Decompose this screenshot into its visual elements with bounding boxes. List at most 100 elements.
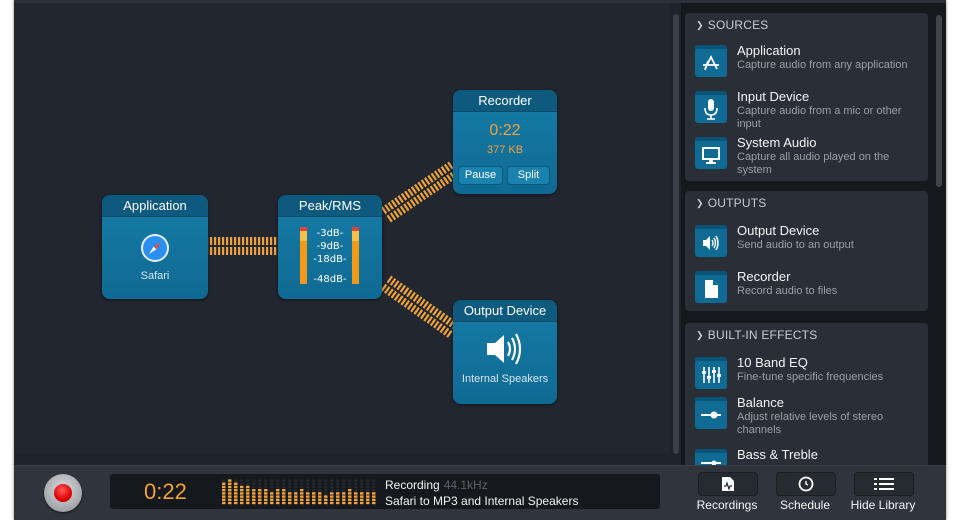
level-meter-dot <box>258 489 262 492</box>
hide-library-label: Hide Library <box>850 498 916 512</box>
level-meter-dot <box>294 482 298 485</box>
canvas-scrollbar[interactable] <box>673 14 679 454</box>
level-meter-dot <box>264 495 268 498</box>
level-meter-dot <box>312 482 316 485</box>
application-node[interactable]: Application Safari <box>102 195 208 299</box>
pipeline-canvas[interactable]: Application Safari Peak/RMS -3dB- -9dB- … <box>14 3 670 453</box>
level-meter-dot <box>288 485 292 489</box>
library-item-output-device[interactable]: Output Device Send audio to an output <box>695 223 922 265</box>
monitor-icon <box>695 137 727 169</box>
level-meter-dot <box>270 501 274 505</box>
level-meter-dot <box>348 479 352 482</box>
schedule-button[interactable] <box>776 472 836 496</box>
level-meter-dot <box>276 492 280 495</box>
level-meter-dot <box>300 489 304 492</box>
level-meter-dot <box>252 495 256 498</box>
level-meter-dot <box>300 482 304 485</box>
level-meter-dot <box>348 482 352 485</box>
level-meter-dot <box>324 482 328 485</box>
recorder-node[interactable]: Recorder 0:22 377 KB Pause Split <box>453 90 557 194</box>
level-meter-dot <box>276 485 280 489</box>
level-meter-dot <box>348 489 352 492</box>
level-meter-dot <box>252 489 256 492</box>
level-meter-dot <box>324 489 328 492</box>
level-meter-dot <box>354 501 358 505</box>
level-meter-dot <box>228 498 232 501</box>
level-meter-dot <box>372 498 376 501</box>
library-item-balance[interactable]: Balance Adjust relative levels of stereo… <box>695 395 922 437</box>
level-meter-dot <box>294 479 298 482</box>
level-meter-dot <box>336 489 340 492</box>
level-meter-dot <box>222 498 226 501</box>
level-meter-dot <box>270 482 274 485</box>
library-item-input-device[interactable]: Input Device Capture audio from a mic or… <box>695 89 922 131</box>
level-meter-dot <box>360 489 364 492</box>
level-meter-dot <box>288 501 292 505</box>
app-window: Application Safari Peak/RMS -3dB- -9dB- … <box>14 0 946 520</box>
pause-button[interactable]: Pause <box>458 166 503 185</box>
level-meter-dot <box>318 498 322 501</box>
level-meter-dot <box>258 479 262 482</box>
level-meter-dot <box>252 501 256 505</box>
level-meter-dot <box>318 489 322 492</box>
level-meter-dot <box>342 492 346 495</box>
recordings-button[interactable] <box>698 472 758 496</box>
level-meter-dot <box>342 485 346 489</box>
level-meter-dot <box>312 495 316 498</box>
level-meter-dot <box>306 495 310 498</box>
peak-rms-node[interactable]: Peak/RMS -3dB- -9dB- -18dB- -48dB- <box>278 195 382 299</box>
level-meter-dot <box>300 495 304 498</box>
record-button[interactable] <box>44 474 82 512</box>
level-meter-dot <box>282 485 286 489</box>
level-meter-dot <box>342 495 346 498</box>
library-item-10-band-eq[interactable]: 10 Band EQ Fine-tune specific frequencie… <box>695 355 922 397</box>
split-button[interactable]: Split <box>507 166 550 185</box>
sample-rate: 44.1kHz <box>443 478 488 492</box>
level-meter-dot <box>264 492 268 495</box>
level-meter-dot <box>264 498 268 501</box>
level-meter-dot <box>366 485 370 489</box>
level-meter-dot <box>240 495 244 498</box>
library-item-application[interactable]: Application Capture audio from any appli… <box>695 43 922 85</box>
safari-compass-icon <box>141 234 169 262</box>
level-meter-dot <box>258 485 262 489</box>
app-store-icon <box>695 45 727 77</box>
microphone-icon <box>695 91 727 123</box>
section-header[interactable]: ❯BUILT-IN EFFECTS <box>696 328 818 342</box>
level-meter-dot <box>270 479 274 482</box>
level-meter-dot <box>246 492 250 495</box>
library-item-system-audio[interactable]: System Audio Capture all audio played on… <box>695 135 922 177</box>
level-meter-dot <box>360 492 364 495</box>
level-meter-dot <box>270 498 274 501</box>
library-panel: ❯SOURCES Application Capture audio from … <box>681 3 946 483</box>
library-item-recorder[interactable]: Recorder Record audio to files <box>695 269 922 311</box>
section-header[interactable]: ❯OUTPUTS <box>696 196 767 210</box>
level-meter-dot <box>312 501 316 505</box>
level-meter-dot <box>366 492 370 495</box>
level-meter-dot <box>348 498 352 501</box>
level-meter-dot <box>294 485 298 489</box>
connection-peak-to-recorder <box>380 161 460 223</box>
level-meter-dot <box>330 479 334 482</box>
level-meter-dot <box>270 492 274 495</box>
level-meter-dot <box>324 498 328 501</box>
level-meter-dot <box>372 489 376 492</box>
level-meter-dot <box>324 492 328 495</box>
level-meter-dot <box>306 482 310 485</box>
library-scrollbar[interactable] <box>936 15 942 187</box>
level-meter-dot <box>348 495 352 498</box>
level-meter-dot <box>276 498 280 501</box>
node-title: Output Device <box>453 300 557 322</box>
level-meter-dot <box>234 479 238 482</box>
level-meter-dot <box>324 485 328 489</box>
recorder-time: 0:22 <box>489 122 521 139</box>
level-meter-dot <box>336 479 340 482</box>
level-meter-dot <box>234 492 238 495</box>
hide-library-button[interactable] <box>854 472 914 496</box>
section-header[interactable]: ❯SOURCES <box>696 18 769 32</box>
level-meter-dot <box>324 479 328 482</box>
level-meter-dot <box>276 479 280 482</box>
output-device-node[interactable]: Output Device Internal Speakers <box>453 300 557 404</box>
level-meter-dot <box>318 485 322 489</box>
